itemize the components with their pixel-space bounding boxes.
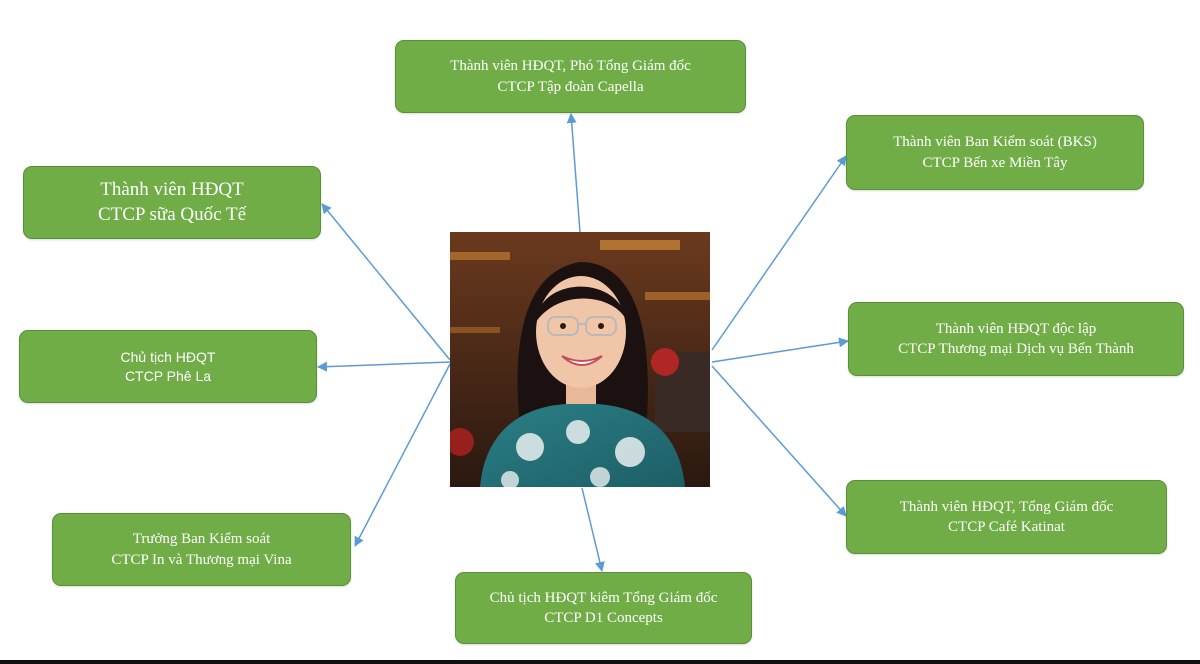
role-title: Thành viên HĐQT (100, 178, 244, 200)
arrow-to-capella (566, 113, 581, 233)
company-name: CTCP Café Katinat (948, 519, 1065, 535)
company-name: CTCP In và Thương mại Vina (111, 551, 292, 568)
role-box-d1: Chủ tịch HĐQT kiêm Tổng Giám đốc CTCP D1… (455, 572, 752, 644)
role-title: Chủ tịch HĐQT (120, 348, 216, 365)
role-box-vina: Trưởng Ban Kiểm soát CTCP In và Thương m… (52, 513, 351, 586)
arrow-to-phe-la (317, 361, 451, 372)
company-name: CTCP Thương mại Dịch vụ Bến Thành (898, 341, 1134, 357)
arrow-to-d1 (581, 487, 605, 572)
role-title: Chủ tịch HĐQT kiêm Tổng Giám đốc (489, 589, 718, 606)
company-name: CTCP D1 Concepts (544, 610, 663, 626)
role-box-ben-xe: Thành viên Ban Kiểm soát (BKS) CTCP Bến … (846, 115, 1144, 190)
role-box-ben-thanh: Thành viên HĐQT độc lập CTCP Thương mại … (848, 302, 1184, 376)
bottom-rule (0, 660, 1200, 664)
role-title: Trưởng Ban Kiểm soát (132, 531, 271, 548)
arrow-to-ben-thanh (711, 337, 849, 363)
role-box-katinat: Thành viên HĐQT, Tổng Giám đốc CTCP Café… (846, 480, 1167, 554)
role-title: Thành viên HĐQT độc lập (935, 320, 1097, 337)
arrow-to-sua (321, 203, 451, 361)
role-title: Thành viên HĐQT, Phó Tổng Giám đốc (450, 58, 691, 75)
portrait-photo (450, 232, 710, 487)
role-title: Thành viên HĐQT, Tổng Giám đốc (899, 498, 1114, 515)
role-box-capella: Thành viên HĐQT, Phó Tổng Giám đốc CTCP … (395, 40, 746, 113)
company-name: CTCP Phê La (124, 367, 212, 384)
company-name: CTCP Tập đoàn Capella (497, 78, 644, 95)
arrow-to-ben-xe (711, 155, 847, 351)
arrow-to-katinat (711, 365, 847, 517)
company-name: CTCP sữa Quốc Tế (97, 203, 247, 225)
arrow-to-vina (354, 363, 451, 547)
role-box-sua: Thành viên HĐQT CTCP sữa Quốc Tế (23, 166, 321, 239)
role-title: Thành viên Ban Kiểm soát (BKS) (893, 134, 1097, 151)
company-name: CTCP Bến xe Miền Tây (922, 154, 1068, 171)
role-box-phe-la: Chủ tịch HĐQT CTCP Phê La (19, 330, 317, 403)
